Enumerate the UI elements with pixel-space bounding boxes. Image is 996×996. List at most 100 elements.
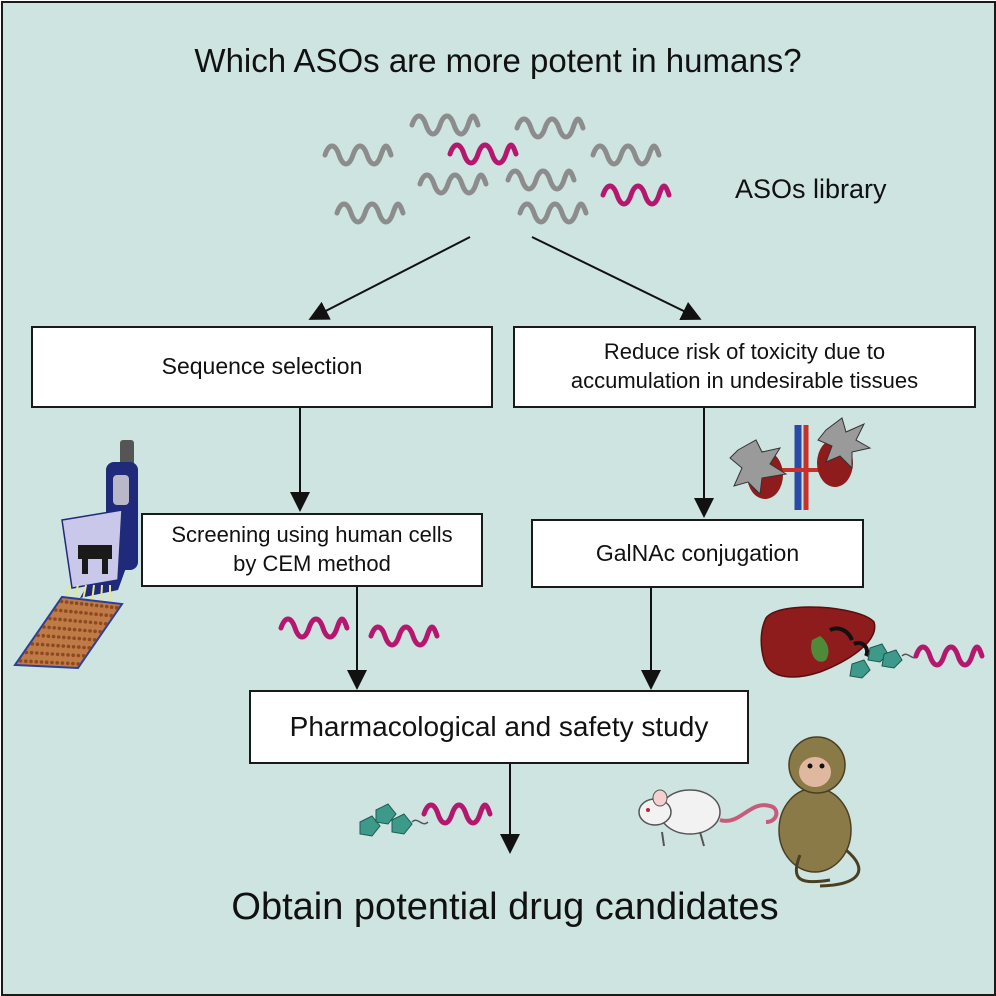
well [29,650,34,655]
well [66,653,70,657]
well [65,661,70,666]
well [50,652,55,656]
well [24,650,29,655]
well [98,630,102,634]
well [73,619,77,623]
well [83,620,88,624]
well [89,603,94,607]
well [84,602,89,607]
well [79,602,84,606]
well [83,628,87,633]
sequence-selection-label: Sequence selection [161,353,363,380]
well [58,617,62,622]
well [88,620,93,625]
well [76,653,81,658]
sequence-selection-box: Sequence selection [31,326,493,408]
well [99,604,104,608]
aso-strand-icon [520,204,586,222]
well [69,600,74,605]
outcome-label: Obtain potential drug candidates [231,886,779,928]
well [53,608,58,612]
well [68,618,72,623]
reduce-risk-box: Reduce risk of toxicity due to accumulat… [513,326,976,408]
well [52,626,56,630]
well [67,627,72,631]
galnac-conjugation-box: GalNAc conjugation [531,519,864,588]
arrow-to-sequence-selection [308,236,471,320]
well [51,643,55,648]
library-label: ASOs library [735,174,887,204]
well [53,617,57,621]
well [45,651,49,656]
well [87,637,92,642]
well [88,629,92,633]
well [94,612,98,616]
aso-strand-icon [593,146,659,164]
well [67,636,71,640]
pharmacological-study-label: Pharmacological and safety study [289,710,709,742]
diagram-title: Which ASOs are more potent in humans? [194,42,802,79]
well [71,645,76,649]
well [50,660,54,665]
well [29,659,33,664]
well [84,611,88,615]
well [30,642,35,646]
well [41,634,46,638]
aso-strand-icon [420,175,486,193]
well-plate-icon [13,595,124,670]
arrow-to-reduce-risk [531,236,702,320]
aso-strand-icon [371,627,437,645]
aso-strand-icon [450,145,516,163]
galnac-aso-icon [359,804,490,837]
well [40,642,45,647]
well [44,660,49,664]
flow-arrows [290,236,714,854]
well [87,646,91,650]
well [47,625,51,630]
well [109,613,113,618]
well [77,645,81,649]
well [93,629,97,634]
well [82,645,86,650]
well [56,643,60,648]
well [74,601,79,605]
well [59,599,64,604]
aso-strand-icon [603,186,669,204]
well [35,651,39,655]
pipette-icon [59,440,138,622]
aso-strand-icon [412,116,478,134]
reduce-risk-line-1: Reduce risk of toxicity due to [603,339,886,365]
well [61,644,66,648]
kidney-icon [729,417,872,510]
well [62,626,67,631]
well [56,635,61,639]
well [51,634,56,639]
well [93,621,98,625]
well [69,609,73,614]
well [39,660,44,664]
well [82,637,87,641]
well [60,661,65,665]
well [64,609,68,613]
well [78,619,83,624]
liver-icon [760,606,876,678]
well [104,613,108,617]
screening-box: Screening using human cells by CEM metho… [141,513,483,587]
well [48,616,52,621]
aso-strand-icon [281,619,347,637]
well [78,628,82,632]
aso-strand-icon [508,171,574,189]
aso-strand-icon [517,119,583,137]
galnac-aso-icon [849,641,982,679]
well [34,659,39,664]
screening-line-1: Screening using human cells [171,522,453,548]
mouse-icon [638,789,779,847]
well [40,651,44,656]
well [18,659,23,663]
well [81,654,86,658]
well [98,621,103,626]
well [72,627,77,632]
well [66,644,71,649]
